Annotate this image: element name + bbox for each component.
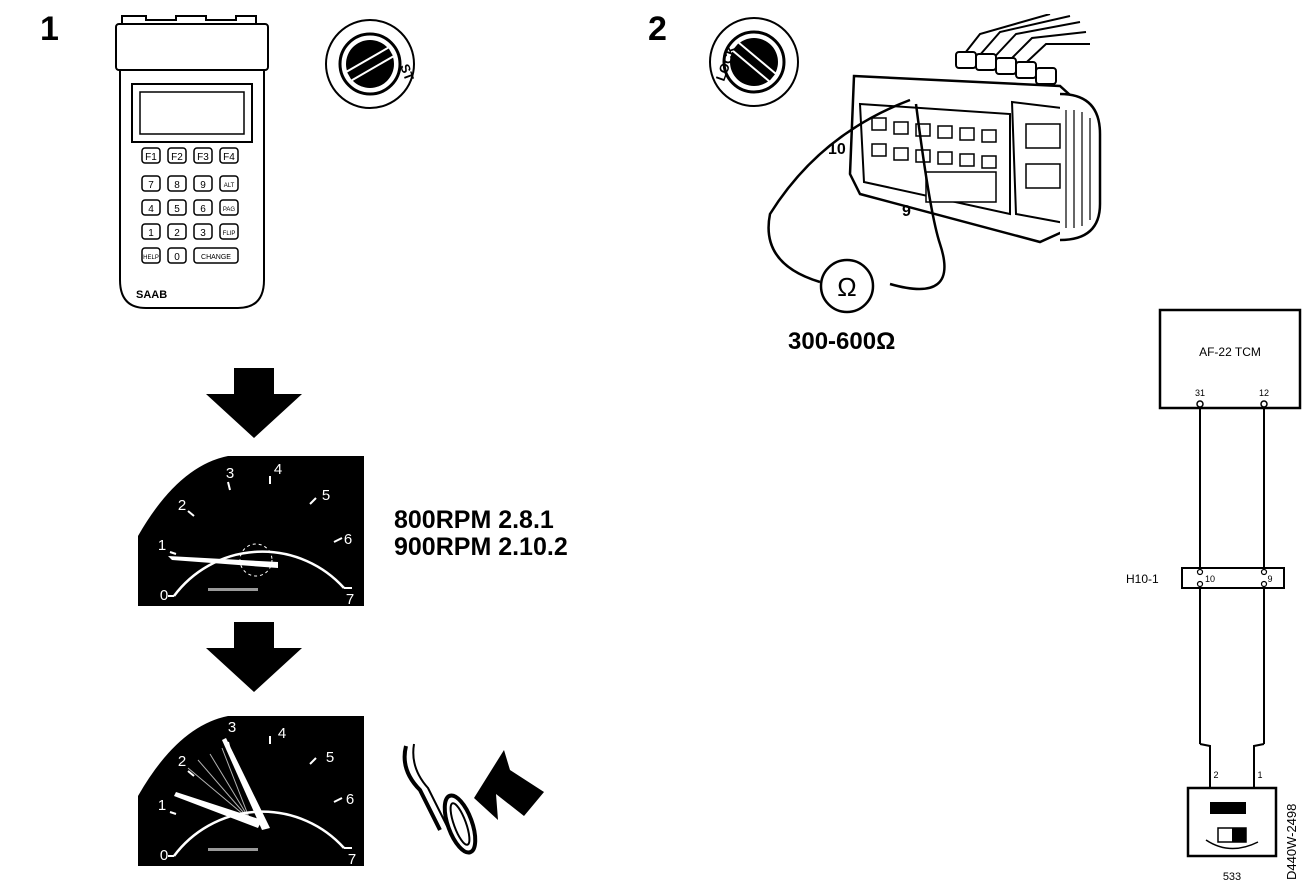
diagnostic-tester: F1 F2 F3 F4 7 8 9 ALT 4 5 6 PAG bbox=[115, 15, 269, 309]
svg-text:0: 0 bbox=[160, 847, 168, 864]
svg-text:6: 6 bbox=[200, 204, 206, 215]
svg-text:CHANGE: CHANGE bbox=[201, 254, 231, 261]
tester-brand-label: SAAB bbox=[136, 289, 167, 301]
tcm-pin-left: 31 bbox=[1195, 388, 1205, 398]
svg-text:5: 5 bbox=[174, 204, 180, 215]
wiring-schematic: AF-22 TCM 31 12 H10-1 10 9 2 1 533 D440W… bbox=[1126, 308, 1302, 883]
svg-text:2: 2 bbox=[174, 228, 180, 239]
tcm-label: AF-22 TCM bbox=[1199, 345, 1261, 359]
ignition-switch-lock: LOCK bbox=[709, 17, 799, 107]
tester-keypad: F1 F2 F3 F4 7 8 9 ALT 4 5 6 PAG bbox=[141, 147, 239, 264]
svg-text:2: 2 bbox=[178, 753, 186, 770]
down-arrow-1 bbox=[206, 368, 302, 438]
svg-text:7: 7 bbox=[346, 591, 354, 606]
conn-pin-right: 9 bbox=[1267, 574, 1272, 584]
svg-text:5: 5 bbox=[326, 749, 334, 766]
tcm-pin-right: 12 bbox=[1259, 388, 1269, 398]
comp-pin-right: 1 bbox=[1257, 770, 1262, 780]
svg-text:ALT: ALT bbox=[224, 183, 235, 189]
comp-pin-left: 2 bbox=[1213, 770, 1218, 780]
down-arrow-2 bbox=[206, 622, 302, 692]
svg-text:2: 2 bbox=[178, 497, 186, 514]
svg-text:0: 0 bbox=[160, 587, 168, 604]
svg-text:8: 8 bbox=[174, 180, 180, 191]
svg-text:5: 5 bbox=[322, 487, 330, 504]
component-number: 533 bbox=[1223, 871, 1241, 883]
svg-text:1: 1 bbox=[158, 537, 166, 554]
svg-text:4: 4 bbox=[274, 461, 282, 478]
svg-text:7: 7 bbox=[348, 851, 356, 866]
rpm-line-2: 900RPM 2.10.2 bbox=[394, 533, 568, 561]
svg-text:3: 3 bbox=[226, 465, 234, 482]
svg-text:4: 4 bbox=[148, 204, 154, 215]
svg-text:6: 6 bbox=[346, 791, 354, 808]
svg-text:PAG: PAG bbox=[223, 207, 236, 213]
svg-text:3: 3 bbox=[200, 228, 206, 239]
tachometer-top: 0 1 2 3 4 5 6 7 bbox=[138, 456, 364, 606]
ignition-st-label: ST bbox=[397, 62, 417, 83]
press-arrow bbox=[474, 750, 544, 820]
resistance-value: 300-600Ω bbox=[788, 328, 896, 355]
svg-text:3: 3 bbox=[228, 719, 236, 736]
svg-text:F2: F2 bbox=[171, 152, 183, 163]
svg-text:FLIP: FLIP bbox=[223, 231, 236, 237]
connector-drawing: Ω 10 9 bbox=[767, 14, 1102, 314]
ohmmeter-symbol: Ω bbox=[837, 272, 856, 302]
connector-pin-b-label: 9 bbox=[902, 203, 911, 220]
svg-text:1: 1 bbox=[148, 228, 154, 239]
tachometer-top-ticks: 0 1 2 3 4 5 6 7 bbox=[158, 461, 354, 606]
svg-text:HELP: HELP bbox=[143, 255, 159, 261]
svg-text:6: 6 bbox=[344, 531, 352, 548]
tachometer-bottom-ticks: 0 1 2 3 4 5 6 7 bbox=[158, 719, 356, 866]
svg-text:F1: F1 bbox=[145, 152, 157, 163]
tachometer-bottom: 0 1 2 3 4 5 6 7 bbox=[138, 716, 364, 866]
accelerator-pedal bbox=[402, 743, 478, 855]
step-number-1: 1 bbox=[40, 10, 59, 48]
connector-pin-a-label: 10 bbox=[828, 141, 846, 158]
svg-text:F3: F3 bbox=[197, 152, 209, 163]
svg-text:1: 1 bbox=[158, 797, 166, 814]
conn-pin-left: 10 bbox=[1205, 574, 1215, 584]
svg-text:4: 4 bbox=[278, 725, 286, 742]
svg-text:9: 9 bbox=[200, 180, 206, 191]
ignition-switch-st: ST bbox=[325, 19, 417, 109]
figure-code: D440W-2498 bbox=[1284, 804, 1299, 880]
connector-h10-label: H10-1 bbox=[1126, 572, 1159, 586]
svg-text:0: 0 bbox=[174, 252, 180, 263]
rpm-line-1: 800RPM 2.8.1 bbox=[394, 506, 554, 534]
svg-text:7: 7 bbox=[148, 180, 154, 191]
svg-text:F4: F4 bbox=[223, 152, 235, 163]
step-number-2: 2 bbox=[648, 10, 667, 48]
